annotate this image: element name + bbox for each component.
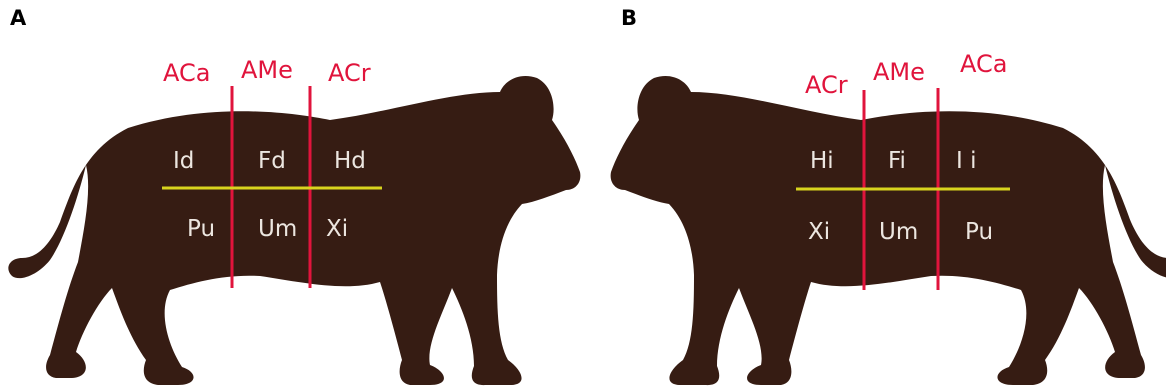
panel-a: A ACa AMe ACr Id Fd Hd Pu Um Xi <box>0 0 583 390</box>
region-bottom-2: Um <box>258 216 297 242</box>
region-bottom-2: Um <box>879 219 918 245</box>
zone-label-3: ACr <box>328 59 371 87</box>
region-top-3: I i <box>956 148 976 174</box>
zone-label-1: ACa <box>163 59 210 87</box>
region-bottom-1: Pu <box>187 216 215 242</box>
region-top-2: Fi <box>888 148 906 174</box>
zone-label-1: ACr <box>805 71 848 99</box>
zone-label-2: AMe <box>873 58 925 86</box>
region-top-1: Id <box>173 148 194 174</box>
region-bottom-3: Pu <box>965 219 993 245</box>
region-bottom-1: Xi <box>808 219 830 245</box>
zone-label-2: AMe <box>241 56 293 84</box>
region-bottom-3: Xi <box>326 216 348 242</box>
tiger-diagram: ACr AMe ACa Hi Fi I i Xi Um Pu <box>583 0 1166 390</box>
region-top-1: Hi <box>810 148 834 174</box>
tiger-diagram: ACa AMe ACr Id Fd Hd Pu Um Xi <box>0 0 583 390</box>
panel-b: B ACr AMe ACa Hi Fi I i Xi Um Pu <box>583 0 1166 390</box>
region-top-2: Fd <box>258 148 286 174</box>
region-top-3: Hd <box>334 148 366 174</box>
zone-label-3: ACa <box>960 50 1007 78</box>
